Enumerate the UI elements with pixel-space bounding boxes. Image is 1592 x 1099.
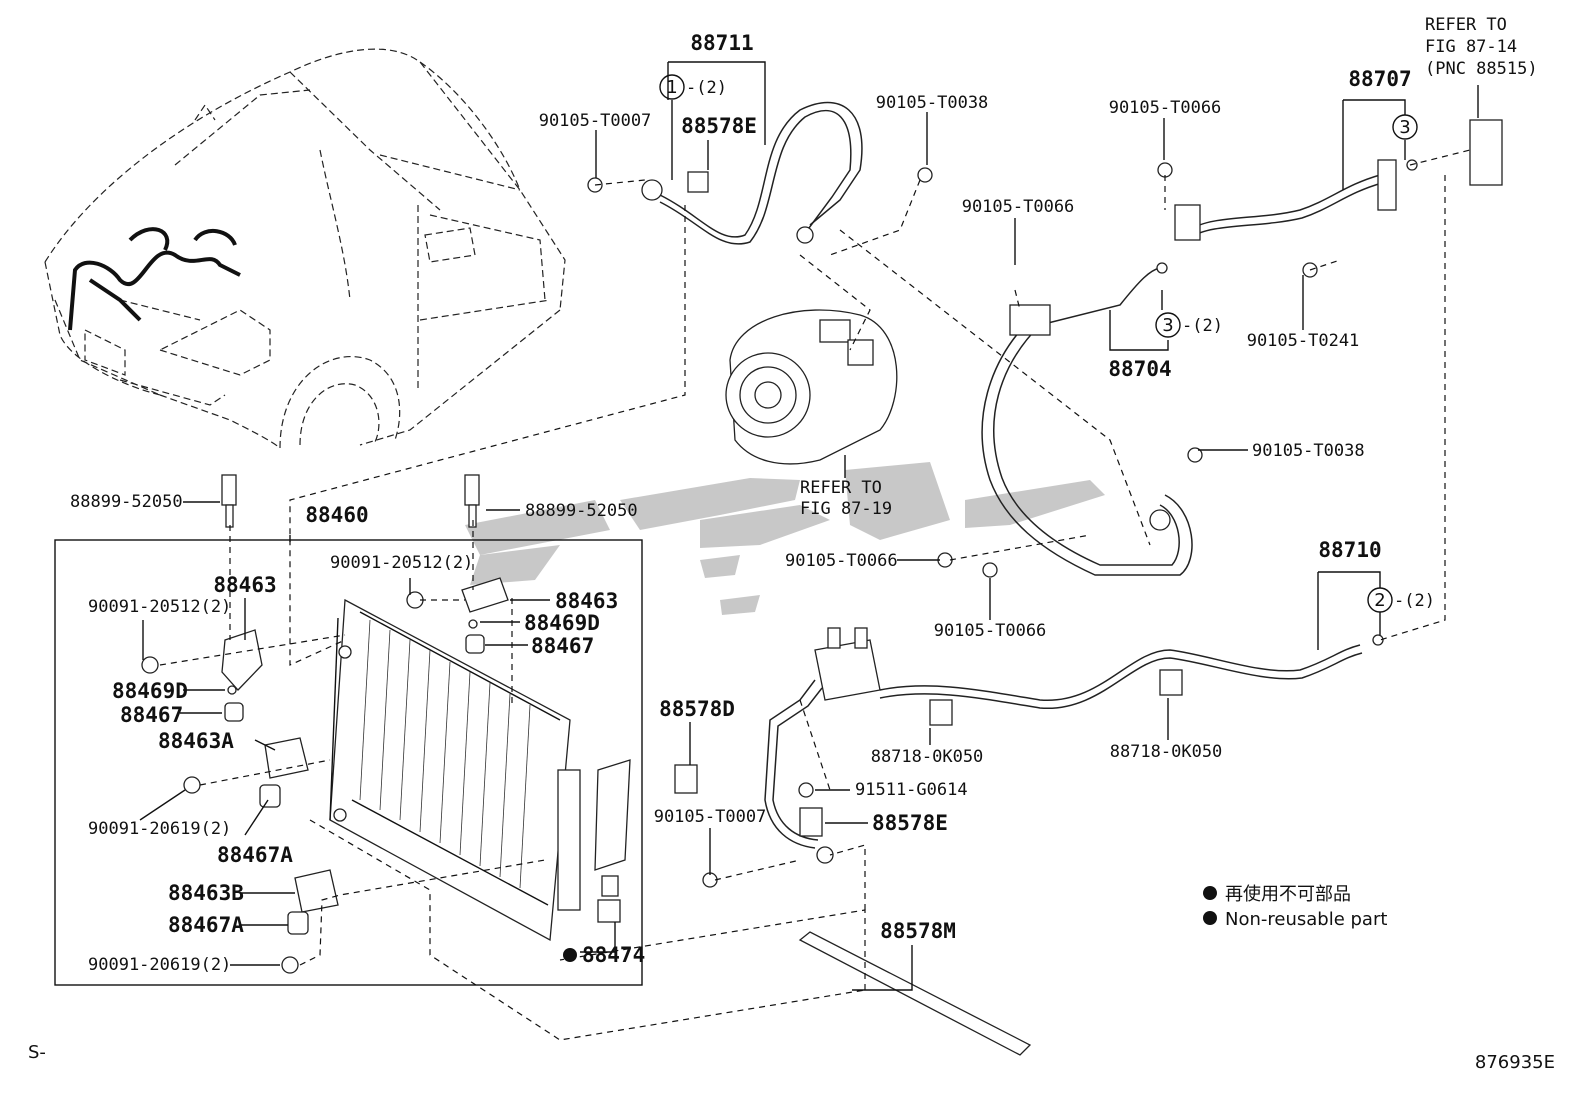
label-88899-52050-right: 88899-52050 [525, 501, 638, 521]
label-88578d: 88578D [659, 697, 735, 721]
label-88711: 88711 [690, 31, 753, 55]
label-90105-t0007-top: 90105-T0007 [539, 111, 652, 131]
label-90091-20512-left: 90091-20512(2) [88, 597, 231, 617]
circle-1: 1 [666, 77, 677, 98]
legend-bullet-en [1203, 911, 1217, 925]
label-88474: 88474 [582, 943, 645, 967]
label-88578m: 88578M [880, 919, 956, 943]
label-88467-right: 88467 [531, 634, 594, 658]
label-90105-t0066-mid: 90105-T0066 [785, 551, 898, 571]
label-90091-20619-bottom: 90091-20619(2) [88, 955, 231, 975]
label-88463-right: 88463 [555, 589, 618, 613]
circle-3-mid: 3 [1162, 315, 1173, 336]
label-pnc-88515: (PNC 88515) [1425, 59, 1538, 79]
label-90091-20619-top: 90091-20619(2) [88, 819, 231, 839]
label-90105-t0066-lower: 90105-T0066 [934, 621, 1047, 641]
label-refer-to-mid: REFER TO [800, 478, 882, 498]
label-88710: 88710 [1318, 538, 1381, 562]
circle-2-note: -(2) [1394, 591, 1435, 611]
label-fig-87-14: FIG 87-14 [1425, 37, 1517, 57]
label-88469d-left: 88469D [112, 679, 188, 703]
ac-pipes [587, 101, 1503, 1056]
label-refer-to-top: REFER TO [1425, 15, 1507, 35]
condenser-group-box [54, 539, 643, 986]
label-91511-g0614: 91511-G0614 [855, 780, 968, 800]
label-88467-left: 88467 [120, 703, 183, 727]
part-labels: 88711 90105-T0007 88578E 90105-T0038 901… [70, 15, 1538, 975]
condenser-assembly [329, 598, 631, 942]
reference-circles: 1 -(2) 3 3 -(2) 2 -(2) [659, 74, 1435, 613]
drawing-number: 876935E [1475, 1052, 1555, 1073]
dashed-leaders [159, 149, 1471, 1041]
label-88460: 88460 [305, 503, 368, 527]
leader-lines [139, 61, 1479, 991]
label-88718-0k050-right: 88718-0K050 [1110, 742, 1223, 762]
circle-3-note: -(2) [1182, 316, 1223, 336]
label-90105-t0038-right: 90105-T0038 [1252, 441, 1365, 461]
label-90105-t0007-bottom: 90105-T0007 [654, 807, 767, 827]
vehicle-outline [44, 48, 566, 449]
legend-text-cn: 再使用不可部品 [1225, 884, 1351, 905]
label-90105-t0241: 90105-T0241 [1247, 331, 1360, 351]
label-88578e-top: 88578E [681, 114, 757, 138]
label-88899-52050-left: 88899-52050 [70, 492, 183, 512]
label-88704: 88704 [1108, 357, 1171, 381]
label-88707: 88707 [1348, 67, 1411, 91]
label-88467a-top: 88467A [217, 843, 293, 867]
compressor [725, 309, 898, 465]
legend-bullet-cn [1203, 886, 1217, 900]
label-88469d-right: 88469D [524, 611, 600, 635]
label-88718-0k050-left: 88718-0K050 [871, 747, 984, 767]
label-90105-t0066-left: 90105-T0066 [962, 197, 1075, 217]
non-reusable-marker-88474 [563, 948, 577, 962]
label-90091-20512-top: 90091-20512(2) [330, 553, 473, 573]
legend: 再使用不可部品 Non-reusable part [1203, 884, 1387, 930]
label-88463b: 88463B [168, 881, 244, 905]
label-88463a: 88463A [158, 729, 234, 753]
circle-2: 2 [1374, 590, 1385, 611]
legend-text-en: Non-reusable part [1225, 909, 1387, 930]
corner-label: S- [28, 1042, 46, 1063]
label-90105-t0066-top: 90105-T0066 [1109, 98, 1222, 118]
circle-3-top: 3 [1399, 117, 1410, 138]
label-90105-t0038-top: 90105-T0038 [876, 93, 989, 113]
label-fig-87-19: FIG 87-19 [800, 499, 892, 519]
watermark-logo [465, 462, 1105, 615]
label-88463-left: 88463 [213, 573, 276, 597]
label-88467a-bottom: 88467A [168, 913, 244, 937]
circle-1-note: -(2) [686, 78, 727, 98]
label-88578e-bottom: 88578E [872, 811, 948, 835]
